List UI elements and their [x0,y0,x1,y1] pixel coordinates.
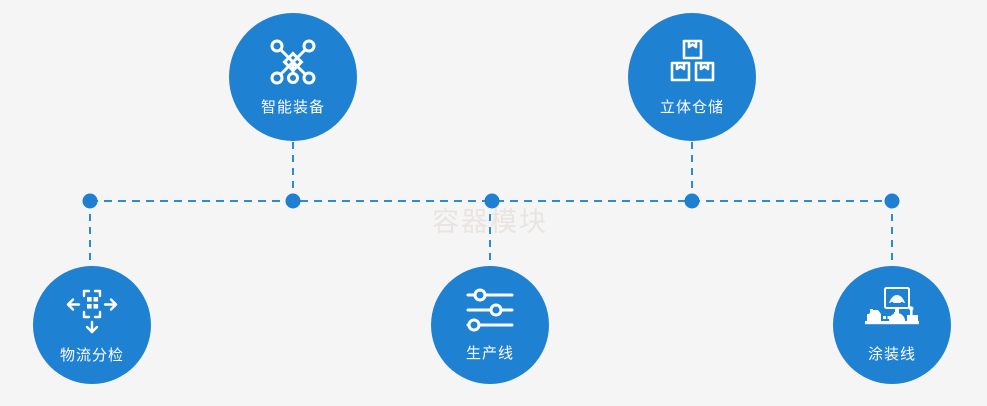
module-label: 物流分检 [59,346,124,364]
module-label: 立体仓储 [659,98,724,116]
module-stereo-warehouse[interactable]: 立体仓储 [628,13,756,141]
paint-workstation-icon [863,286,921,333]
module-label: 生产线 [465,344,514,362]
sliders-icon [464,288,516,332]
module-smart-equipment[interactable]: 智能装备 [229,13,357,141]
watermark-text: 容器模块 [432,207,548,237]
stacked-boxes-icon [667,38,717,86]
rail-node-2[interactable] [285,193,301,209]
module-logistics-sorting[interactable]: 物流分检 [33,266,151,384]
module-painting-line[interactable]: 涂装线 [833,266,951,384]
rail-node-1[interactable] [82,193,98,209]
sorting-scan-icon [65,286,119,334]
module-label: 涂装线 [867,345,916,363]
module-production-line[interactable]: 生产线 [431,266,549,384]
rail-node-4[interactable] [684,193,700,209]
rail-node-3[interactable] [484,193,500,209]
rail-node-5[interactable] [884,193,900,209]
module-label: 智能装备 [260,98,325,116]
network-nodes-icon [267,38,319,86]
